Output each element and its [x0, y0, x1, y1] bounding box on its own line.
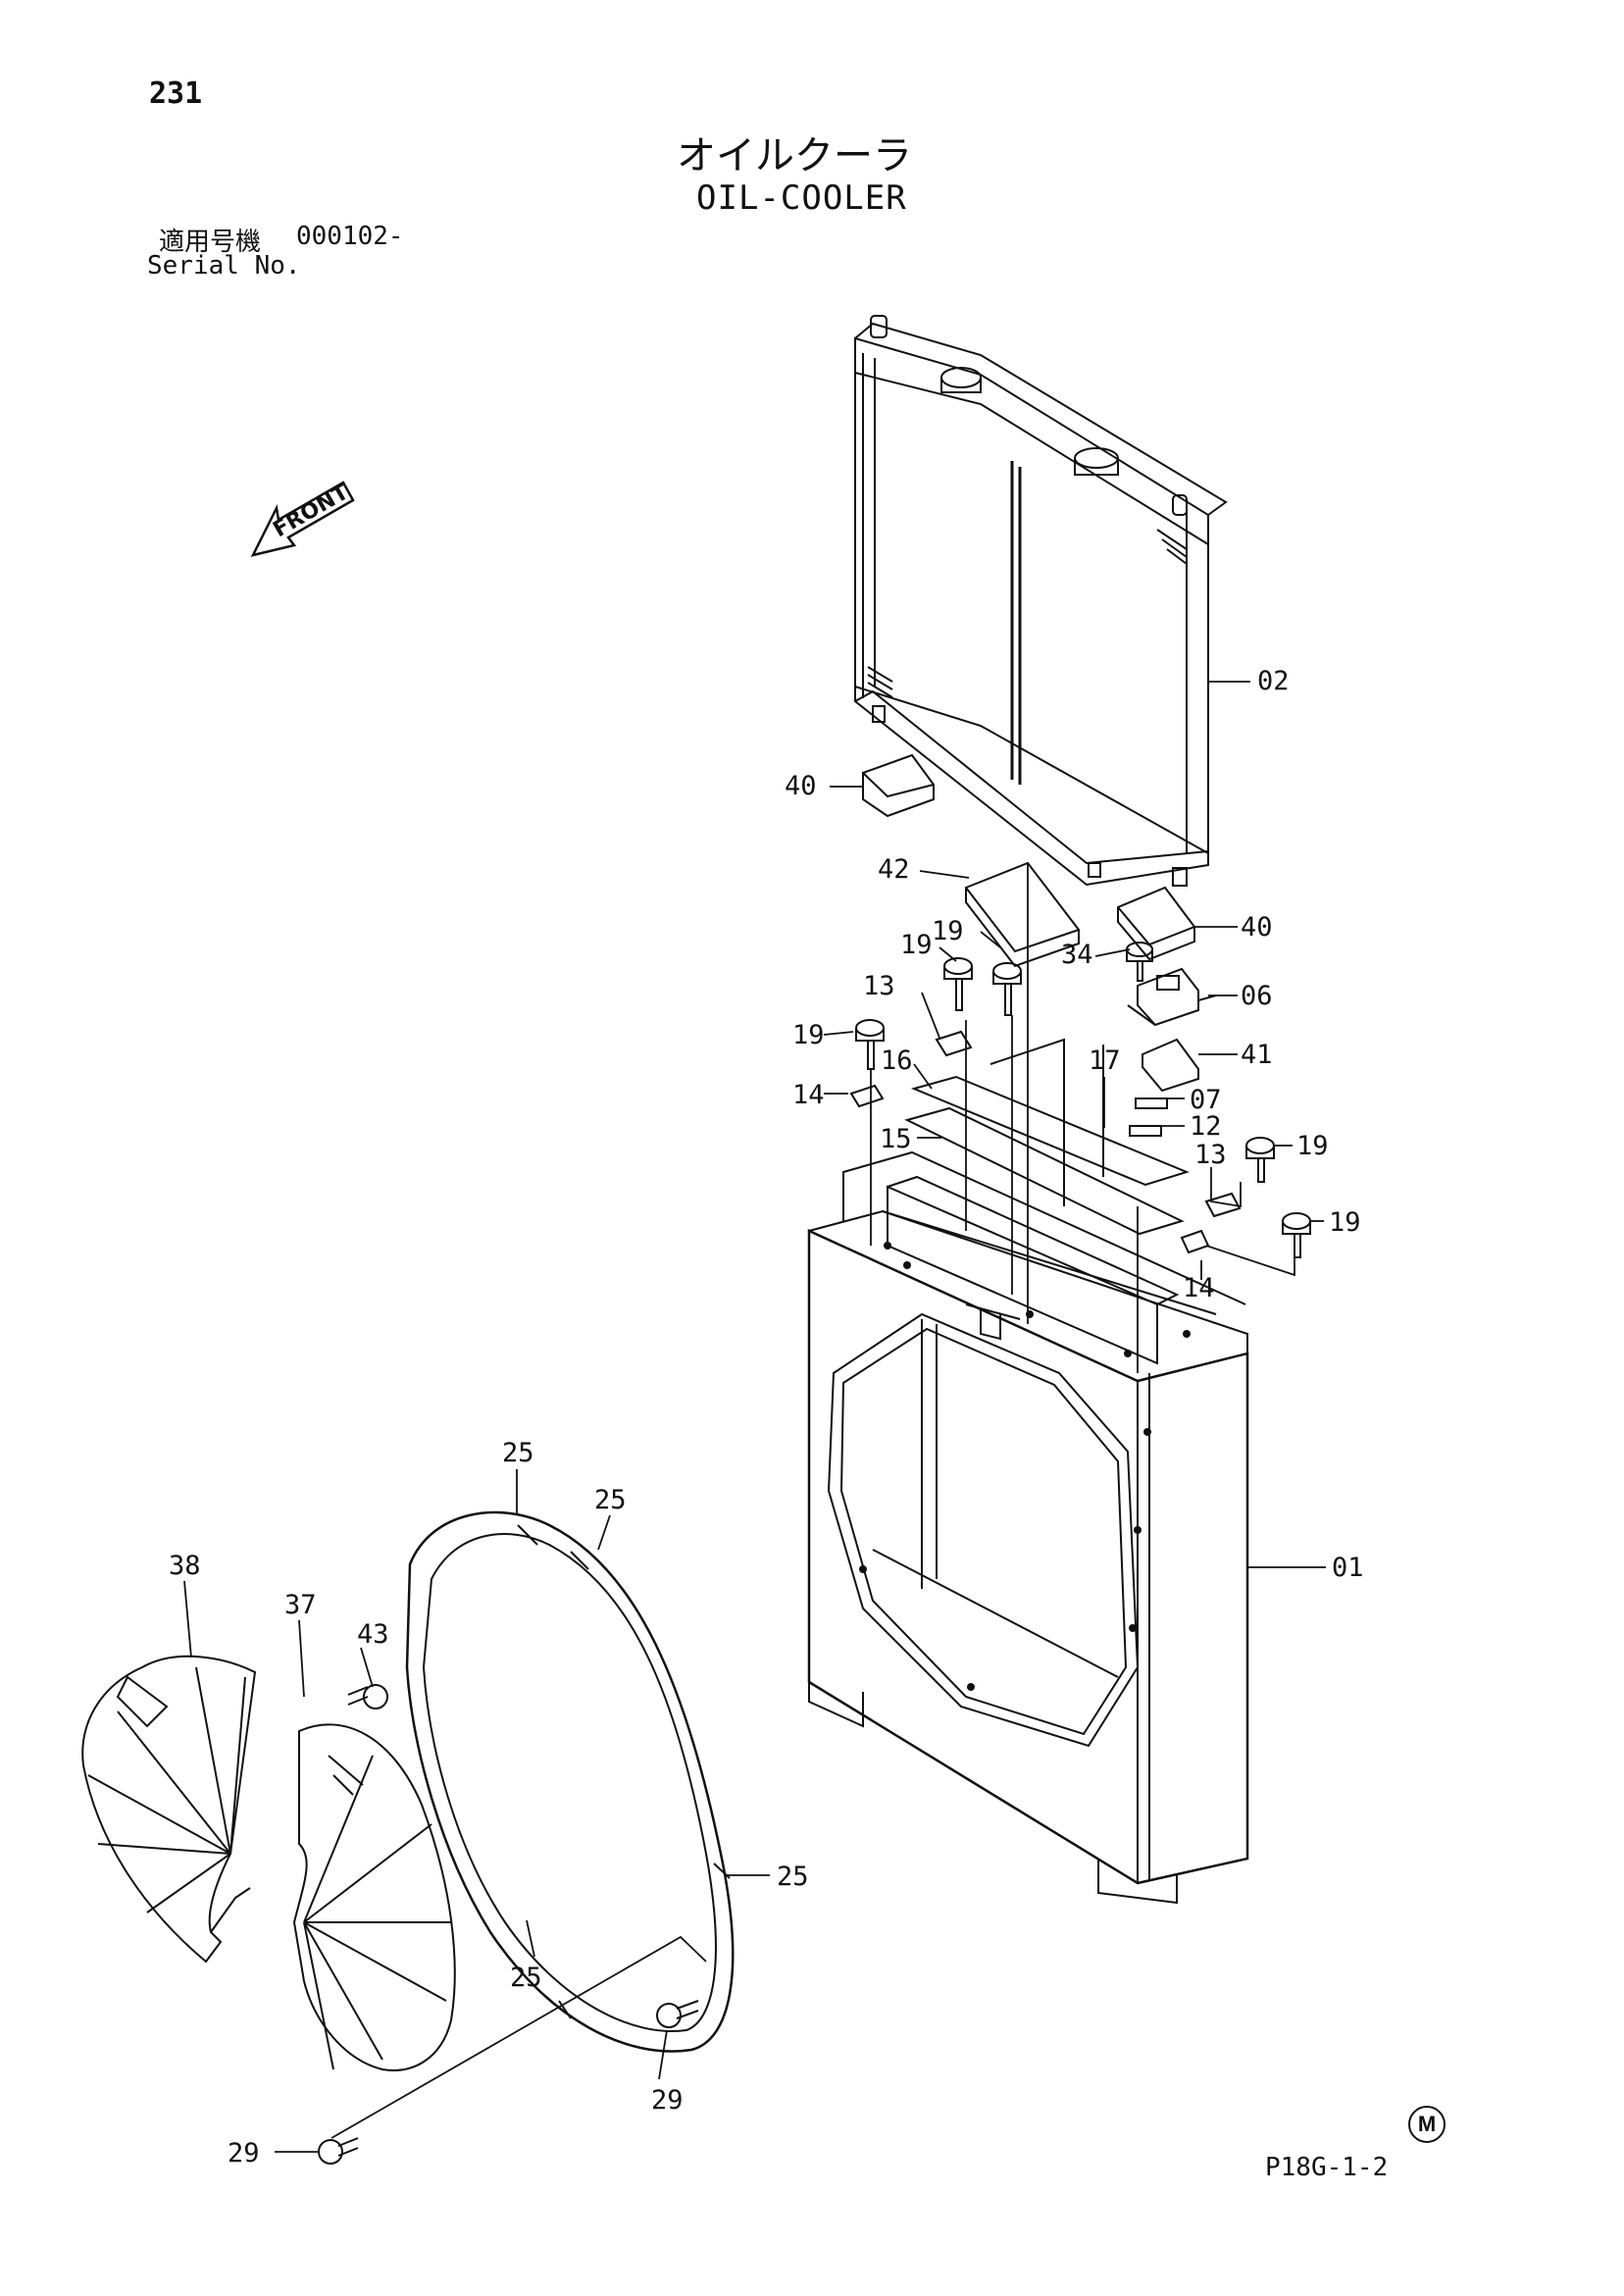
callout-40: 40: [1241, 912, 1273, 943]
bracket-06: [1127, 967, 1217, 1027]
cushion-41: [1142, 1038, 1199, 1093]
callout-41: 41: [1241, 1040, 1273, 1070]
serial-label-english: Serial No.: [147, 251, 301, 281]
callout-42: 42: [878, 854, 910, 885]
callout-06: 06: [1241, 981, 1273, 1011]
callout-17: 17: [1089, 1046, 1121, 1076]
cushion-40-left: [862, 753, 935, 818]
callout-07: 07: [1190, 1085, 1222, 1115]
title-japanese: オイルクーラ: [677, 134, 912, 178]
callout-40: 40: [785, 771, 817, 801]
front-label: FRONT: [270, 480, 353, 542]
fan-guard-38-37: [81, 1655, 456, 2071]
stay-15-16-17: [887, 1038, 1190, 1365]
callout-19: 19: [900, 930, 933, 960]
m-mark-icon: M: [1408, 2106, 1446, 2143]
oil-cooler-core: [854, 315, 1228, 887]
callout-29: 29: [228, 2138, 260, 2168]
callout-14: 14: [792, 1080, 825, 1110]
serial-label-japanese: 適用号機: [159, 227, 262, 256]
callout-02: 02: [1257, 666, 1290, 696]
callout-13: 13: [863, 971, 895, 1001]
callout-19: 19: [1329, 1207, 1361, 1238]
bolt-icon: [318, 1684, 699, 2165]
page-number: 231: [149, 77, 203, 111]
callout-19: 19: [932, 916, 964, 946]
callout-13: 13: [1194, 1140, 1227, 1170]
callout-29: 29: [651, 2085, 684, 2116]
callout-34: 34: [1061, 940, 1093, 970]
callout-25: 25: [777, 1862, 809, 1892]
callout-19: 19: [792, 1020, 825, 1050]
callout-01: 01: [1332, 1553, 1364, 1583]
front-arrow-icon: FRONT: [250, 480, 355, 557]
shroud-frame: [807, 1150, 1249, 1905]
figure-code: P18G-1-2: [1265, 2153, 1389, 2182]
callout-37: 37: [284, 1590, 317, 1620]
callout-14: 14: [1183, 1273, 1215, 1303]
shims-07-12: [1129, 1097, 1168, 1137]
title-english: OIL-COOLER: [696, 179, 907, 218]
callout-25: 25: [510, 1963, 542, 1993]
callout-19: 19: [1296, 1131, 1329, 1161]
callout-12: 12: [1190, 1111, 1222, 1142]
callout-25: 25: [502, 1438, 534, 1468]
leader-lines: [183, 681, 1326, 2153]
serial-value: 000102-: [296, 222, 404, 251]
callout-25: 25: [594, 1485, 627, 1515]
fan-ring-25: [405, 1510, 735, 2053]
callout-43: 43: [357, 1619, 389, 1650]
cushion-40-right: [1117, 886, 1195, 961]
callout-16: 16: [881, 1046, 913, 1076]
callout-labels: 02 40 42 40 19 19 34 13 06 19 16 17 41 1…: [169, 666, 1364, 2168]
callout-38: 38: [169, 1551, 201, 1581]
callout-15: 15: [880, 1124, 912, 1154]
